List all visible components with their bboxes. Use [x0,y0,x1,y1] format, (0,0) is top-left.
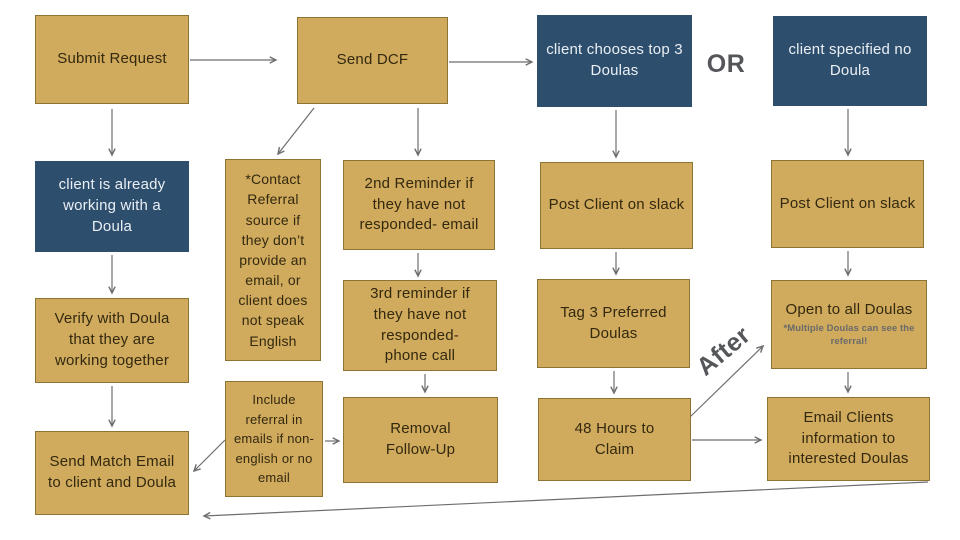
node-label: Send DCF [336,51,409,69]
node-removal-follow-up: Removal Follow-Up [343,397,498,483]
node-label: Email Clients information to interested … [788,408,909,468]
arrow-include-referral-to-send-match [194,439,226,471]
node-label: Post Client on slack [548,196,685,214]
node-send-dcf: Send DCF [297,17,448,104]
node-footnote: *Multiple Doulas can see the referral! [783,323,915,347]
node-submit-request: Submit Request [35,15,189,104]
node-send-match-email: Send Match Email to client and Doula [35,431,189,515]
or-label: OR [706,50,746,78]
node-label: Send Match Email to client and Doula [47,453,177,491]
node-label: client is already working with a Doula [58,176,166,235]
node-client-already-working-with-doula: client is already working with a Doula [35,161,189,252]
node-include-referral-in-emails: Include referral in emails if non-englis… [225,381,323,497]
node-label: Verify with Doula that they are working … [54,310,170,369]
node-open-to-all-doulas: Open to all Doulas *Multiple Doulas can … [771,280,927,369]
node-label: 2nd Reminder if they have not responded-… [359,174,479,234]
node-email-clients-information: Email Clients information to interested … [767,397,930,481]
node-label: Post Client on slack [779,194,916,212]
node-post-client-on-slack-1: Post Client on slack [540,162,693,249]
node-second-reminder-email: 2nd Reminder if they have not responded-… [343,160,495,250]
arrow-senddcf-to-contact-referral [278,107,315,154]
node-third-reminder-phone-call: 3rd reminder if they have not responded-… [343,280,497,371]
node-client-chooses-top-3-doulas: client chooses top 3 Doulas [537,15,692,107]
node-tag-3-preferred-doulas: Tag 3 Preferred Doulas [537,279,690,368]
after-label: After [691,320,756,382]
node-contact-referral-source: *Contact Referral source if they don’t p… [225,159,321,361]
node-label: Removal Follow-Up [385,420,456,458]
node-post-client-on-slack-2: Post Client on slack [771,160,924,248]
node-label: Open to all Doulas [785,301,913,319]
node-label: *Contact Referral source if they don’t p… [238,171,308,349]
node-client-specified-no-doula: client specified no Doula [773,16,927,106]
node-verify-with-doula: Verify with Doula that they are working … [35,298,189,383]
node-label: 48 Hours to Claim [574,419,655,458]
node-label: client specified no Doula [788,41,912,79]
node-label: 3rd reminder if they have not responded-… [370,285,470,365]
node-label: Tag 3 Preferred Doulas [560,303,667,342]
node-label: client chooses top 3 Doulas [546,41,683,79]
node-label: Include referral in emails if non-englis… [233,392,315,486]
node-48-hours-to-claim: 48 Hours to Claim [538,398,691,481]
node-label: Submit Request [57,50,167,68]
